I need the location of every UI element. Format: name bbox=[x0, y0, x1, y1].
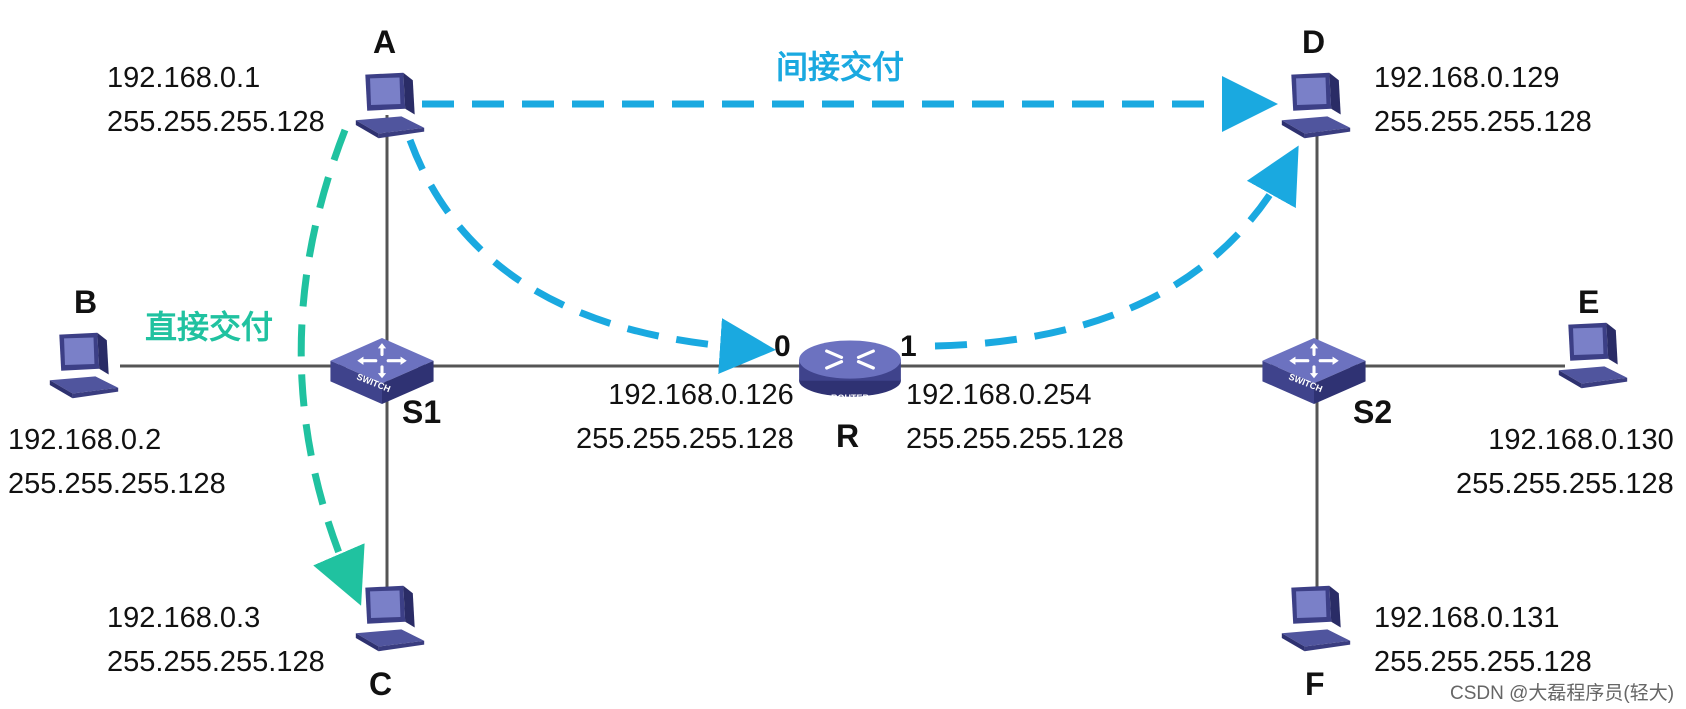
router-icon bbox=[797, 338, 903, 398]
host-d-address: 192.168.0.129 255.255.255.128 bbox=[1374, 56, 1592, 144]
router-label: R bbox=[836, 418, 860, 454]
host-c-ip: 192.168.0.3 bbox=[107, 602, 261, 634]
host-f-label: F bbox=[1305, 666, 1325, 702]
watermark-text: CSDN @大磊程序员(轻大) bbox=[1450, 683, 1675, 704]
host-e-label: E bbox=[1578, 284, 1600, 320]
router-port-1-number: 1 bbox=[900, 330, 917, 363]
switch-s2-icon bbox=[1262, 338, 1366, 404]
host-e-mask: 255.255.255.128 bbox=[1456, 468, 1674, 500]
host-c-computer-icon bbox=[355, 585, 425, 652]
arrow-a-to-router bbox=[406, 138, 776, 375]
host-b-ip: 192.168.0.2 bbox=[8, 424, 162, 456]
router-port-1-mask: 255.255.255.128 bbox=[906, 423, 1124, 455]
switch-s2-label: S2 bbox=[1353, 394, 1393, 430]
host-d-mask: 255.255.255.128 bbox=[1374, 106, 1592, 138]
host-a-ip: 192.168.0.1 bbox=[107, 62, 261, 94]
host-c-address: 192.168.0.3 255.255.255.128 bbox=[107, 596, 325, 684]
switch-s1-label: S1 bbox=[402, 394, 442, 430]
host-a-address: 192.168.0.1 255.255.255.128 bbox=[107, 56, 325, 144]
host-d-computer-icon bbox=[1281, 72, 1351, 139]
host-f-computer-icon bbox=[1281, 585, 1351, 652]
host-f-ip: 192.168.0.131 bbox=[1374, 602, 1560, 634]
router-port-0-address: 192.168.0.126 255.255.255.128 bbox=[576, 373, 794, 461]
host-b-computer-icon bbox=[49, 332, 119, 399]
host-f-mask: 255.255.255.128 bbox=[1374, 646, 1592, 678]
indirect-delivery-label: 间接交付 bbox=[776, 49, 905, 85]
host-e-ip: 192.168.0.130 bbox=[1488, 424, 1674, 456]
arrow-router-to-d bbox=[934, 145, 1299, 350]
router-port-0-ip: 192.168.0.126 bbox=[608, 379, 794, 411]
host-b-label: B bbox=[74, 284, 98, 320]
direct-delivery-label: 直接交付 bbox=[145, 309, 274, 345]
router-port-1-ip: 192.168.0.254 bbox=[906, 379, 1092, 411]
host-d-label: D bbox=[1302, 24, 1326, 60]
host-a-mask: 255.255.255.128 bbox=[107, 106, 325, 138]
router-port-0-number: 0 bbox=[774, 330, 791, 363]
host-f-address: 192.168.0.131 255.255.255.128 bbox=[1374, 596, 1592, 684]
host-b-mask: 255.255.255.128 bbox=[8, 468, 226, 500]
host-a-computer-icon bbox=[355, 72, 425, 139]
router-port-1-address: 192.168.0.254 255.255.255.128 bbox=[906, 373, 1124, 461]
arrow-a-to-c bbox=[297, 128, 365, 606]
router-badge: ROUTER bbox=[831, 393, 870, 403]
host-b-address: 192.168.0.2 255.255.255.128 bbox=[8, 418, 226, 506]
host-d-ip: 192.168.0.129 bbox=[1374, 62, 1560, 94]
direct-delivery-arrow bbox=[297, 128, 365, 606]
host-a-label: A bbox=[373, 24, 397, 60]
host-c-label: C bbox=[369, 666, 393, 702]
router-port-0-mask: 255.255.255.128 bbox=[576, 423, 794, 455]
host-c-mask: 255.255.255.128 bbox=[107, 646, 325, 678]
host-e-computer-icon bbox=[1558, 322, 1628, 389]
indirect-delivery-arrows bbox=[406, 76, 1299, 375]
host-e-address: 192.168.0.130 255.255.255.128 bbox=[1456, 418, 1674, 506]
